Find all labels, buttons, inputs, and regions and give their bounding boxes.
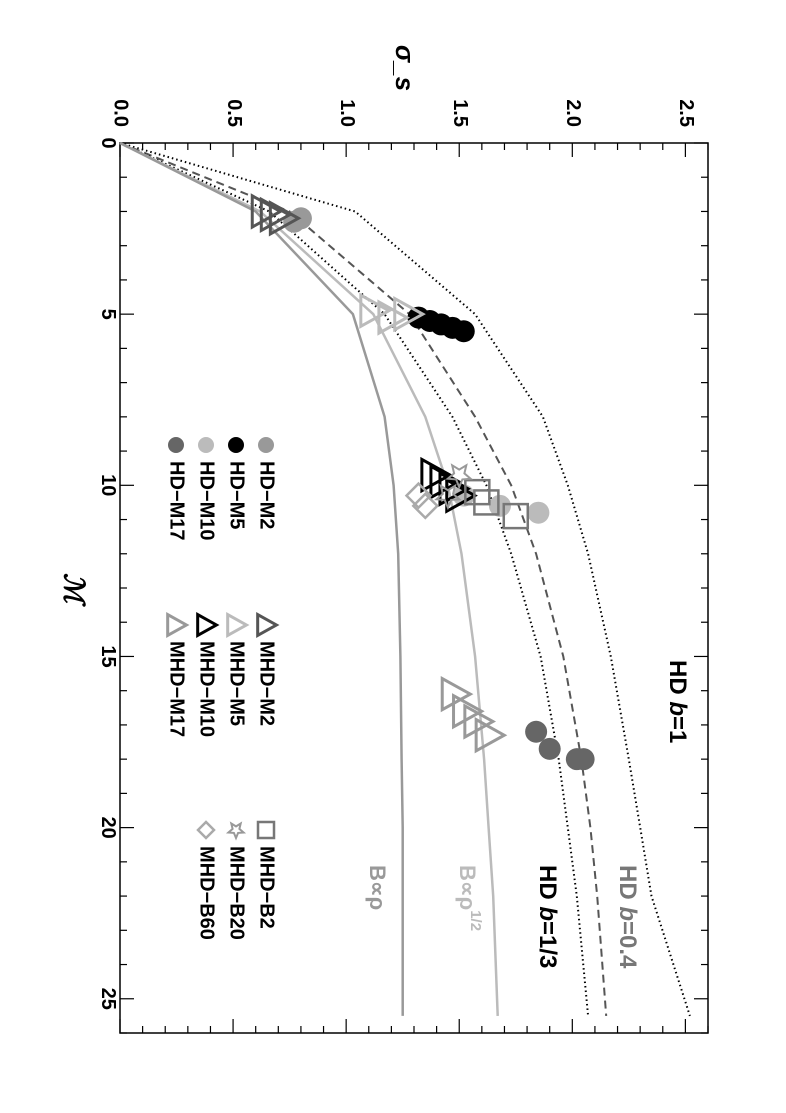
data-point-triangle <box>429 463 463 501</box>
legend-marker <box>196 820 216 840</box>
data-point-square <box>502 502 530 530</box>
data-point-star <box>434 483 462 511</box>
x-tick-label: 0 <box>97 137 119 148</box>
data-point-star <box>445 463 474 490</box>
data-point-circle <box>525 720 548 743</box>
data-point-circle <box>572 748 595 771</box>
data-point-circle <box>527 501 550 524</box>
x-tick-label: 20 <box>97 816 119 838</box>
model-curve <box>119 142 590 1016</box>
data-point-triangle <box>268 200 302 237</box>
legend-marker <box>196 612 220 638</box>
y-tick-label: 0.0 <box>110 99 132 127</box>
data-point-circle <box>538 737 561 760</box>
data-point-triangle <box>463 703 497 740</box>
data-point-triangle <box>377 299 411 336</box>
data-point-triangle <box>440 675 474 713</box>
model-curve <box>119 141 404 1016</box>
y-axis-ticks: 0.0 0.5 1.0 1.5 2.0 2.5 <box>110 99 709 1033</box>
legend-marker <box>225 821 247 841</box>
y-tick-label: 0.5 <box>223 99 245 127</box>
legend-marker <box>166 612 190 638</box>
legend-label: HD−M2 <box>256 461 278 529</box>
model-curve <box>119 141 499 1016</box>
curve-label: HD b=0.4 <box>614 865 641 969</box>
data-point-triangle <box>438 470 472 507</box>
data-point-diamond <box>411 492 440 520</box>
curve-labels: HD b=1 HD b=0.4 HD b=1/3 B∝ρ1/2 B∝ρ <box>365 660 690 969</box>
data-point-circle <box>452 320 475 343</box>
legend-label: MHD−M17 <box>166 641 188 737</box>
legend-marker <box>168 437 184 453</box>
legend-label: MHD−M10 <box>196 641 218 737</box>
y-tick-label: 2.5 <box>675 99 697 127</box>
legend-label: MHD−B20 <box>226 846 248 940</box>
data-point-triangle <box>445 477 478 514</box>
curve-label: B∝ρ1/2 <box>455 865 483 931</box>
x-tick-label: 10 <box>97 474 119 496</box>
curve-label: HD b=1 <box>664 660 691 743</box>
legend-label: HD−M10 <box>196 461 218 540</box>
legend-marker <box>256 820 276 840</box>
axis-labels: σ_sℳ <box>59 45 420 607</box>
x-tick-label: 15 <box>97 645 119 667</box>
model-curves <box>119 141 691 1017</box>
data-point-triangle <box>393 296 426 333</box>
legend-marker <box>258 437 274 453</box>
y-tick-label: 1.5 <box>449 99 471 127</box>
legend-marker <box>228 437 244 453</box>
x-tick-label: 25 <box>97 988 119 1010</box>
y-tick-label: 1.0 <box>336 99 358 127</box>
x-axis-label: ℳ <box>59 573 90 607</box>
curve-label: HD b=1/3 <box>534 865 561 968</box>
data-point-triangle <box>474 717 508 754</box>
data-point-diamond <box>404 481 433 510</box>
legend-label: MHD−M2 <box>256 641 278 726</box>
data-point-triangle <box>420 456 454 494</box>
legend-marker <box>226 612 250 638</box>
data-points <box>250 193 595 771</box>
legend-label: MHD−B2 <box>256 846 278 929</box>
model-curve <box>119 142 691 1017</box>
legend-marker <box>198 437 214 453</box>
data-point-triangle <box>452 693 485 730</box>
legend-label: MHD−B60 <box>196 846 218 940</box>
legend-marker <box>256 612 280 638</box>
data-point-square <box>464 478 491 506</box>
model-curve <box>119 142 608 1016</box>
y-axis-label: σ_s <box>390 45 420 91</box>
legend-label: HD−M17 <box>166 461 188 540</box>
x-axis-ticks: 0 5 10 15 20 25 <box>97 137 708 1034</box>
curve-label: B∝ρ <box>365 865 390 910</box>
legend-label: HD−M5 <box>226 461 248 529</box>
data-point-triangle <box>359 292 392 329</box>
x-tick-label: 5 <box>97 309 119 320</box>
y-tick-label: 2.0 <box>562 99 584 127</box>
data-point-square <box>473 489 500 516</box>
legend-label: MHD−M5 <box>226 641 248 726</box>
data-point-circle <box>452 484 475 507</box>
data-point-circle <box>488 494 511 517</box>
